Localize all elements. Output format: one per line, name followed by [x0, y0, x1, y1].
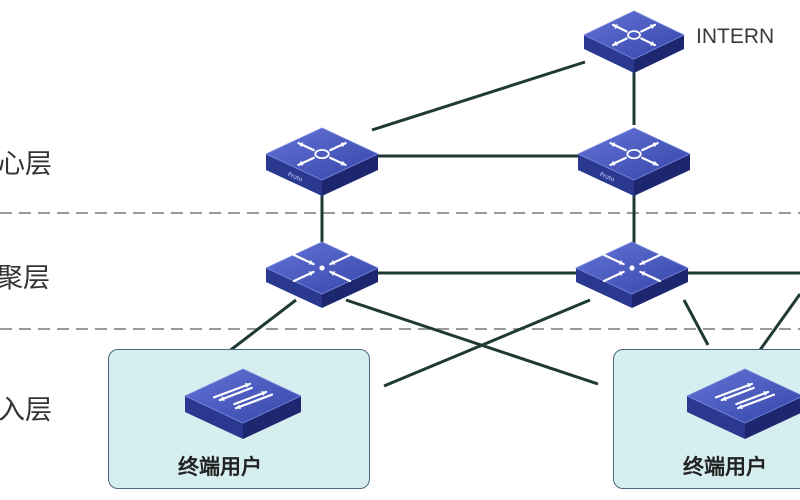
layer-label-aggregation: 聚层: [0, 263, 50, 294]
internet-label: INTERN: [696, 25, 775, 48]
link-agg-left-access-right: [345, 298, 599, 386]
terminal-label-left: 终端用户: [178, 455, 262, 479]
link-agg-left-access-left: [227, 298, 297, 354]
link-agg-right-offscreen-down: [758, 293, 800, 351]
link-agg-right-access-left: [383, 298, 591, 388]
link-agg-right-access-right: [682, 299, 710, 346]
layer-label-access: 入层: [0, 395, 52, 426]
terminal-label-right: 终端用户: [683, 455, 767, 479]
links: [227, 60, 800, 388]
layer-label-core: 心层: [0, 149, 52, 180]
link-internet-core-left: [371, 60, 586, 132]
